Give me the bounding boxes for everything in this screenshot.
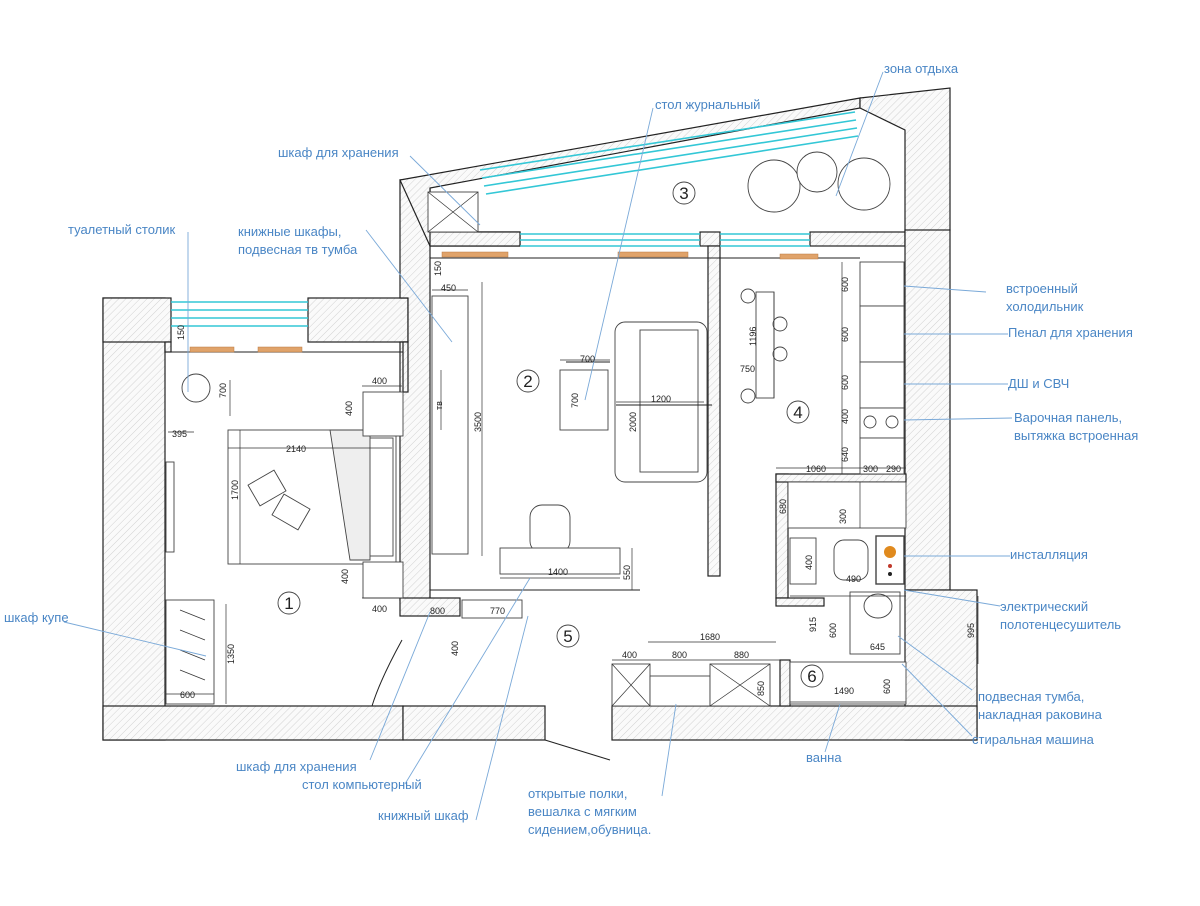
exterior-walls — [102, 87, 978, 741]
label-storage-cabinet-top: шкаф для хранения — [278, 145, 399, 160]
label-dishwasher-microwave: ДШ и СВЧ — [1008, 376, 1069, 391]
dim-label: 400 — [344, 401, 354, 416]
label-installation: инсталляция — [1010, 547, 1088, 562]
label-fridge-1: встроенный — [1006, 281, 1078, 296]
dim-label: 395 — [172, 429, 187, 439]
label-towel-rail-2: полотенцесушитель — [1000, 617, 1121, 632]
label-lounge-zone: зона отдыха — [884, 61, 959, 76]
living-furniture — [431, 295, 712, 575]
dim-label: 800 — [672, 650, 687, 660]
interior-walls — [164, 245, 907, 707]
dim-label: 2000 — [628, 412, 638, 432]
dim-label: 600 — [180, 690, 195, 700]
tv-mark: тв — [434, 401, 444, 410]
label-bookcase: книжный шкаф — [378, 808, 469, 823]
dim-label: 700 — [570, 393, 580, 408]
label-wardrobe: шкаф купе — [4, 610, 69, 625]
dim-label: 800 — [430, 606, 445, 616]
label-dressing-table: туалетный столик — [68, 222, 176, 237]
label-storage-cabinet-bottom: шкаф для хранения — [236, 759, 357, 774]
windows — [171, 111, 859, 327]
label-hob-1: Варочная панель, — [1014, 410, 1122, 425]
dimension-lines — [166, 262, 979, 704]
label-coffee-table: стол журнальный — [655, 97, 760, 112]
dim-label: 2140 — [286, 444, 306, 454]
dim-label: 850 — [756, 681, 766, 696]
label-hob-2: вытяжка встроенная — [1014, 428, 1138, 443]
dim-label: 600 — [840, 277, 850, 292]
dim-label: 490 — [846, 574, 861, 584]
dim-label: 750 — [740, 364, 755, 374]
label-towel-rail-1: электрический — [1000, 599, 1088, 614]
dim-label: 645 — [870, 642, 885, 652]
dim-label: 770 — [490, 606, 505, 616]
dim-label: 1400 — [548, 567, 568, 577]
label-computer-desk: стол компьютерный — [302, 777, 422, 792]
dim-label: 1700 — [230, 480, 240, 500]
label-vanity-2: накладная раковина — [978, 707, 1103, 722]
dim-label: 290 — [886, 464, 901, 474]
dim-label: 400 — [372, 376, 387, 386]
lounge-furniture — [427, 151, 891, 233]
label-tv-stand: подвесная тв тумба — [238, 242, 358, 257]
label-open-shelves-3: сидением,обувница. — [528, 822, 651, 837]
kitchen-furniture — [740, 261, 907, 529]
room-number: 2 — [523, 372, 532, 391]
label-washing-machine: стиральная машина — [972, 732, 1095, 747]
label-vanity-1: подвесная тумба, — [978, 689, 1084, 704]
dim-label: 300 — [838, 509, 848, 524]
hall-furniture — [371, 599, 771, 761]
label-storage-tower: Пенал для хранения — [1008, 325, 1133, 340]
label-bathtub: ванна — [806, 750, 842, 765]
dim-label: 150 — [433, 261, 443, 276]
dim-label: 400 — [840, 409, 850, 424]
room-number: 1 — [284, 594, 293, 613]
dim-label: 1200 — [651, 394, 671, 404]
room-number: 3 — [679, 184, 688, 203]
dim-label: 400 — [804, 555, 814, 570]
dim-label: 600 — [828, 623, 838, 638]
dim-label: 150 — [176, 325, 186, 340]
wall-shelves — [189, 251, 819, 353]
room-number: 4 — [793, 403, 802, 422]
dim-label: 450 — [441, 283, 456, 293]
dim-label: 400 — [340, 569, 350, 584]
dim-label: 1196 — [748, 327, 758, 346]
dim-label: 400 — [372, 604, 387, 614]
installation-marker — [884, 546, 896, 558]
bedroom-furniture — [165, 373, 404, 705]
room-number: 6 — [807, 667, 816, 686]
dim-label: 1060 — [806, 464, 826, 474]
label-bookshelves: книжные шкафы, — [238, 224, 341, 239]
dim-label: 300 — [863, 464, 878, 474]
room-numbers: 1 2 3 4 5 6 — [277, 181, 824, 688]
dim-label: 3500 — [473, 412, 483, 432]
dim-label: 700 — [580, 354, 595, 364]
bathroom-furniture — [789, 535, 907, 705]
callout-labels: зона отдыха стол журнальный шкаф для хра… — [4, 61, 1138, 837]
label-open-shelves-1: открытые полки, — [528, 786, 627, 801]
dim-label: 680 — [778, 499, 788, 514]
dim-label: 550 — [622, 565, 632, 580]
dim-label: 640 — [840, 447, 850, 462]
dim-label: 915 — [808, 617, 818, 632]
dim-label: 1490 — [834, 686, 854, 696]
label-fridge-2: холодильник — [1006, 299, 1084, 314]
dim-label: 600 — [882, 679, 892, 694]
dim-label: 700 — [218, 383, 228, 398]
dim-label: 1680 — [700, 632, 720, 642]
dimension-texts: 150 450 3500 700 700 1200 2000 1400 550 … — [172, 261, 976, 700]
leader-lines — [63, 71, 1013, 821]
dim-label: 400 — [622, 650, 637, 660]
label-open-shelves-2: вешалка с мягким — [528, 804, 637, 819]
dim-label: 1350 — [226, 644, 236, 664]
dim-label: 600 — [840, 375, 850, 390]
dim-label: 880 — [734, 650, 749, 660]
dim-label: 995 — [966, 623, 976, 638]
dim-label: 400 — [450, 641, 460, 656]
dim-label: 600 — [840, 327, 850, 342]
room-number: 5 — [563, 627, 572, 646]
